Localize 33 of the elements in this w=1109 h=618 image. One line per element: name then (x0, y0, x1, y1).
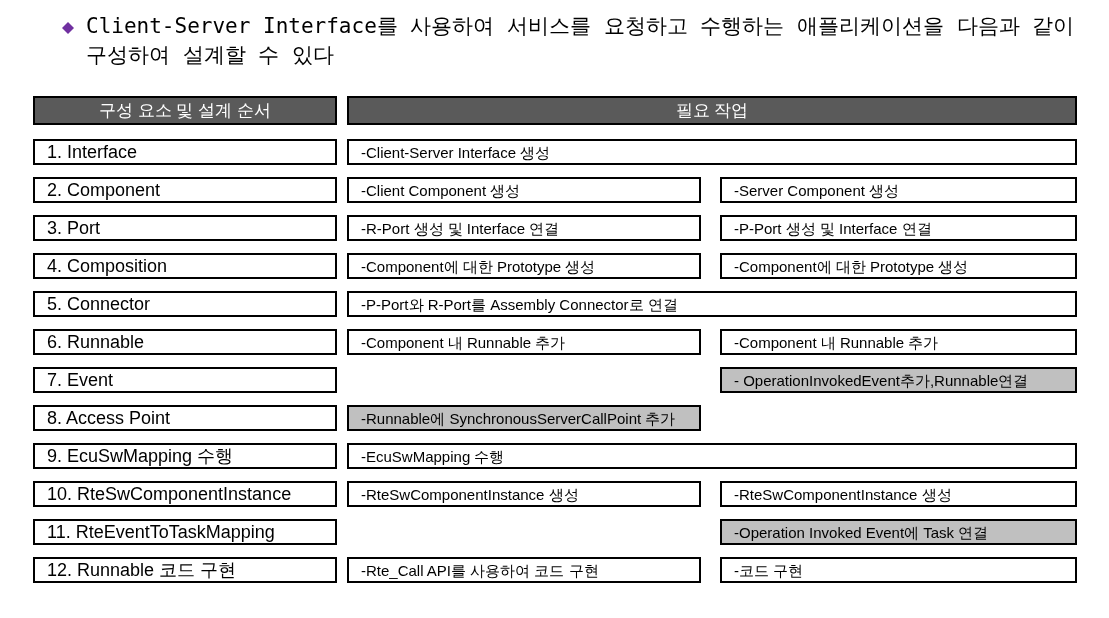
step-box: 8. Access Point (33, 405, 337, 431)
task-box: -Component에 대한 Prototype 생성 (347, 253, 701, 279)
task-box: -Client Component 생성 (347, 177, 701, 203)
step-box: 3. Port (33, 215, 337, 241)
task-box: -코드 구현 (720, 557, 1077, 583)
header-cell: 구성 요소 및 설계 순서 (33, 96, 337, 125)
step-box: 9. EcuSwMapping 수행 (33, 443, 337, 469)
task-box: -Server Component 생성 (720, 177, 1077, 203)
task-box: -R-Port 생성 및 Interface 연결 (347, 215, 701, 241)
step-box: 1. Interface (33, 139, 337, 165)
task-box: -Component 내 Runnable 추가 (720, 329, 1077, 355)
step-box: 7. Event (33, 367, 337, 393)
step-box: 6. Runnable (33, 329, 337, 355)
task-box: -EcuSwMapping 수행 (347, 443, 1077, 469)
task-box-highlighted: -Runnable에 SynchronousServerCallPoint 추가 (347, 405, 701, 431)
task-box: -Rte_Call API를 사용하여 코드 구현 (347, 557, 701, 583)
task-box: -Component에 대한 Prototype 생성 (720, 253, 1077, 279)
task-box: -Client-Server Interface 생성 (347, 139, 1077, 165)
step-box: 10. RteSwComponentInstance (33, 481, 337, 507)
task-box: -P-Port와 R-Port를 Assembly Connector로 연결 (347, 291, 1077, 317)
task-box: -Component 내 Runnable 추가 (347, 329, 701, 355)
task-box-highlighted: - OperationInvokedEvent추가,Runnable연결 (720, 367, 1077, 393)
title: Client-Server Interface를 사용하여 서비스를 요청하고 수행하는 애플리케이션을 다음과 같이 구성하여 설계할 수 있다 (86, 13, 1076, 69)
step-box: 12. Runnable 코드 구현 (33, 557, 337, 583)
step-box: 11. RteEventToTaskMapping (33, 519, 337, 545)
task-box: -RteSwComponentInstance 생성 (347, 481, 701, 507)
task-box-highlighted: -Operation Invoked Event에 Task 연결 (720, 519, 1077, 545)
task-box: -RteSwComponentInstance 생성 (720, 481, 1077, 507)
step-box: 5. Connector (33, 291, 337, 317)
step-box: 2. Component (33, 177, 337, 203)
header-cell: 필요 작업 (347, 96, 1077, 125)
task-box: -P-Port 생성 및 Interface 연결 (720, 215, 1077, 241)
step-box: 4. Composition (33, 253, 337, 279)
